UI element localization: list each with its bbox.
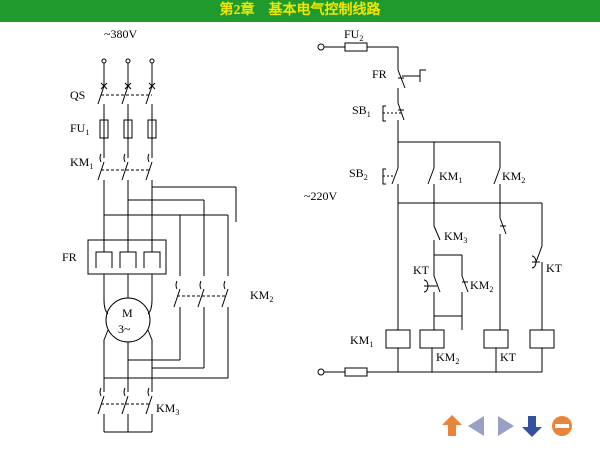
sb2-label: SB2	[349, 166, 368, 182]
km2-label: KM2	[250, 288, 273, 304]
km3-contact	[433, 225, 441, 241]
down-arrow-icon[interactable]	[522, 416, 542, 437]
header-bar: 第2章 基本电气控制线路	[0, 0, 600, 22]
exit-icon[interactable]	[552, 416, 572, 436]
km3-star-contacts	[97, 387, 153, 415]
nav-buttons	[442, 415, 572, 437]
kt-right-label: KT	[546, 261, 563, 275]
page-title: 第2章 基本电气控制线路	[219, 3, 381, 18]
up-arrow-icon[interactable]	[442, 415, 462, 436]
coil-km2-label: KM2	[436, 350, 459, 366]
km2-contact-label: KM2	[502, 169, 525, 185]
km1-contact-label: KM1	[439, 169, 462, 185]
km3-label: KM3	[156, 401, 179, 417]
kt-right-contact	[531, 245, 543, 269]
coil-km2	[419, 329, 445, 349]
fr-thermal-relay	[87, 239, 167, 275]
km2-main-contacts	[173, 280, 229, 308]
km2-nc-label: KM2	[470, 278, 493, 294]
sb1-label: SB1	[352, 103, 371, 119]
fu1-fuses	[99, 119, 157, 139]
sb1-stop-button	[382, 102, 405, 122]
fr-nc-contact	[397, 69, 426, 89]
km2-aux-contact	[493, 167, 501, 185]
main-circuit	[87, 58, 237, 433]
coil-kt	[483, 329, 509, 349]
fu2-label: FU2	[344, 27, 363, 43]
motor-label: M	[122, 306, 133, 320]
supply-380v-label: ~380V	[104, 27, 137, 41]
back-arrow-icon[interactable]	[468, 416, 484, 436]
fr-contact-label: FR	[372, 67, 387, 81]
qs-label: QS	[70, 88, 85, 102]
kt-timed-label: KT	[413, 263, 430, 277]
motor-phase-label: 3~	[118, 322, 131, 336]
km1-main-contacts	[97, 153, 153, 181]
coil-km1-label: KM1	[350, 333, 373, 349]
supply-220v-label: ~220V	[304, 189, 337, 203]
fr-label: FR	[62, 250, 77, 264]
km1-label: KM1	[70, 155, 93, 171]
control-circuit	[317, 42, 555, 377]
circuit-diagram: ~380V QS FU1 KM1 FR M 3~ KM2 KM3 FU2 FR …	[62, 27, 572, 437]
forward-arrow-icon[interactable]	[498, 416, 514, 436]
km3-contact-label: KM3	[444, 229, 467, 245]
fu1-label: FU1	[70, 121, 89, 137]
km1-aux-contact	[427, 167, 435, 185]
coil-km3	[529, 329, 555, 349]
qs-switch	[97, 82, 156, 105]
coil-kt-label: KT	[500, 350, 517, 364]
fu2-fuse	[344, 42, 368, 52]
kt-timed-contact	[423, 255, 441, 293]
sb2-start-button	[382, 167, 399, 185]
coil-km1	[385, 329, 411, 349]
km2-nc-contact	[461, 275, 469, 293]
